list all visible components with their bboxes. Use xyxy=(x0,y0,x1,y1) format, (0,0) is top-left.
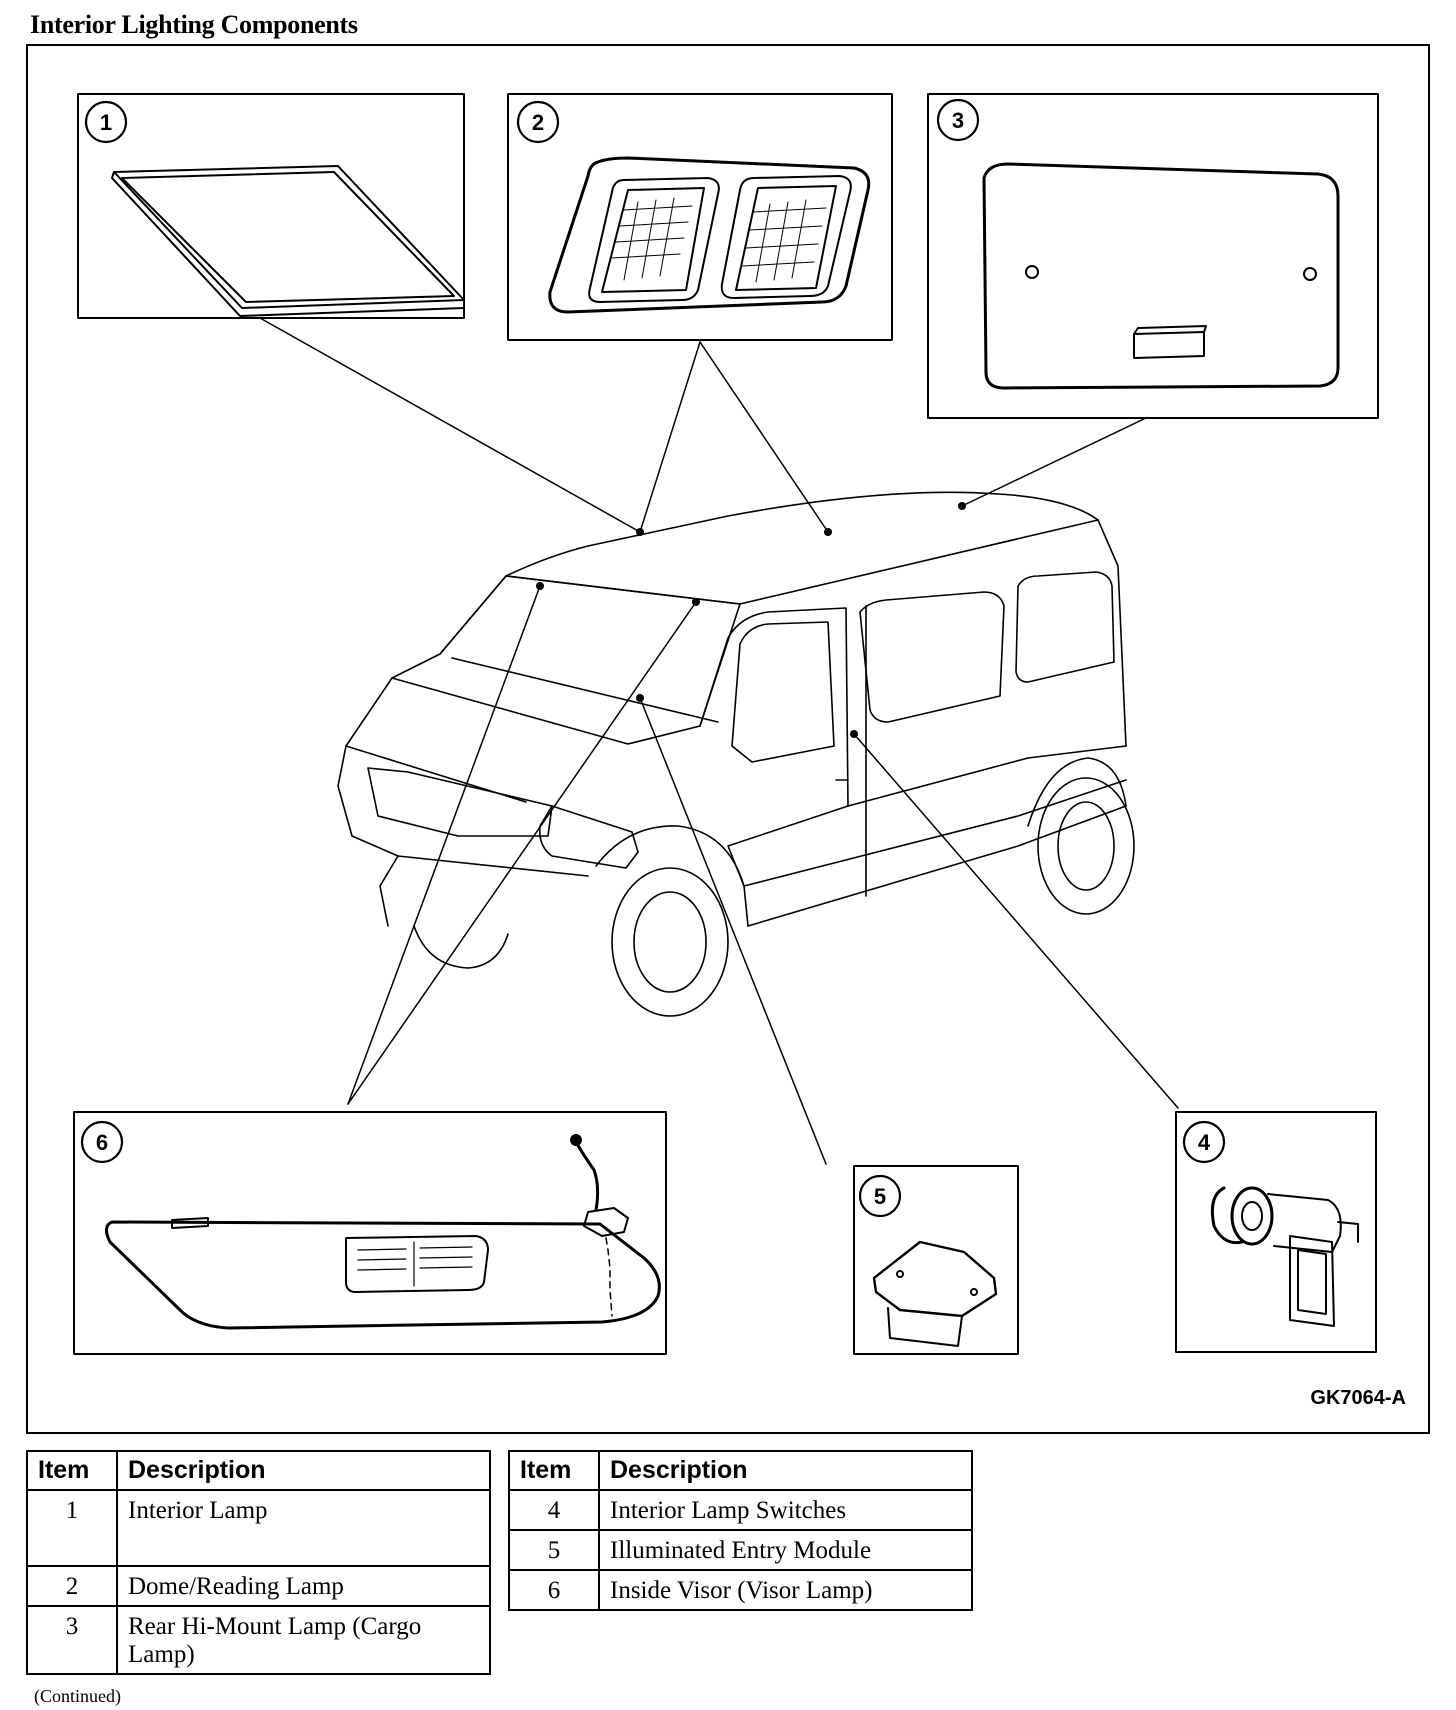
item-number: 5 xyxy=(508,1529,600,1571)
item-description: Interior Lamp Switches xyxy=(598,1489,973,1531)
callout-label-3: 3 xyxy=(952,108,964,133)
page-title: Interior Lighting Components xyxy=(30,10,358,39)
table-row: 6 Inside Visor (Visor Lamp) xyxy=(508,1569,973,1611)
item-number: 1 xyxy=(26,1489,118,1567)
table-row: 2 Dome/Reading Lamp xyxy=(26,1565,491,1607)
attachment-points xyxy=(536,502,966,738)
callout-circle-3 xyxy=(936,98,980,142)
callout-circle-5 xyxy=(858,1174,902,1218)
component-diagram: 1 2 3 4 5 6 GK7064-A xyxy=(26,44,1430,1434)
callout-label-5: 5 xyxy=(874,1184,886,1209)
table-header-row: Item Description xyxy=(508,1450,973,1491)
legend-table-right: Item Description 4 Interior Lamp Switche… xyxy=(508,1450,973,1611)
item-header: Item xyxy=(508,1450,600,1491)
table-header-row: Item Description xyxy=(26,1450,491,1491)
item-number: 6 xyxy=(508,1569,600,1611)
figure-id: GK7064-A xyxy=(1310,1387,1406,1409)
item-header: Item xyxy=(26,1450,118,1491)
inside-visor-inset xyxy=(73,1111,667,1355)
item-description: Inside Visor (Visor Lamp) xyxy=(598,1569,973,1611)
item-number: 4 xyxy=(508,1489,600,1531)
diagram-drawing: 1 2 3 4 5 6 xyxy=(73,93,1379,1355)
item-description: Rear Hi-Mount Lamp (Cargo Lamp) xyxy=(116,1605,491,1675)
description-header: Description xyxy=(116,1450,491,1491)
table-row: 4 Interior Lamp Switches xyxy=(508,1489,973,1531)
callout-label-1: 1 xyxy=(100,110,112,135)
item-description: Illuminated Entry Module xyxy=(598,1529,973,1571)
item-number: 3 xyxy=(26,1605,118,1675)
callout-label-2: 2 xyxy=(532,110,544,135)
callout-circle-4 xyxy=(1182,1120,1226,1164)
table-row: 1 Interior Lamp xyxy=(26,1489,491,1567)
van-illustration xyxy=(337,491,1135,1017)
callout-label-6: 6 xyxy=(96,1130,108,1155)
callout-circle-2 xyxy=(516,100,560,144)
leader-lines xyxy=(259,317,1179,1165)
callout-label-4: 4 xyxy=(1198,1130,1211,1155)
lens-grid xyxy=(611,197,827,283)
callout-circle-1 xyxy=(84,100,128,144)
interior-lamp-inset xyxy=(77,93,465,319)
table-row: 5 Illuminated Entry Module xyxy=(508,1529,973,1571)
legend-table-left: Item Description 1 Interior Lamp 2 Dome/… xyxy=(26,1450,491,1675)
callout-markers: 1 2 3 4 5 6 xyxy=(80,98,1226,1218)
continued-note: (Continued) xyxy=(34,1686,121,1706)
item-description: Interior Lamp xyxy=(116,1489,491,1567)
item-number: 2 xyxy=(26,1565,118,1607)
rear-hi-mount-lamp-inset xyxy=(927,93,1379,419)
description-header: Description xyxy=(598,1450,973,1491)
dome-reading-lamp-inset xyxy=(507,93,893,341)
callout-circle-6 xyxy=(80,1120,124,1164)
table-row: 3 Rear Hi-Mount Lamp (Cargo Lamp) xyxy=(26,1605,491,1675)
item-description: Dome/Reading Lamp xyxy=(116,1565,491,1607)
